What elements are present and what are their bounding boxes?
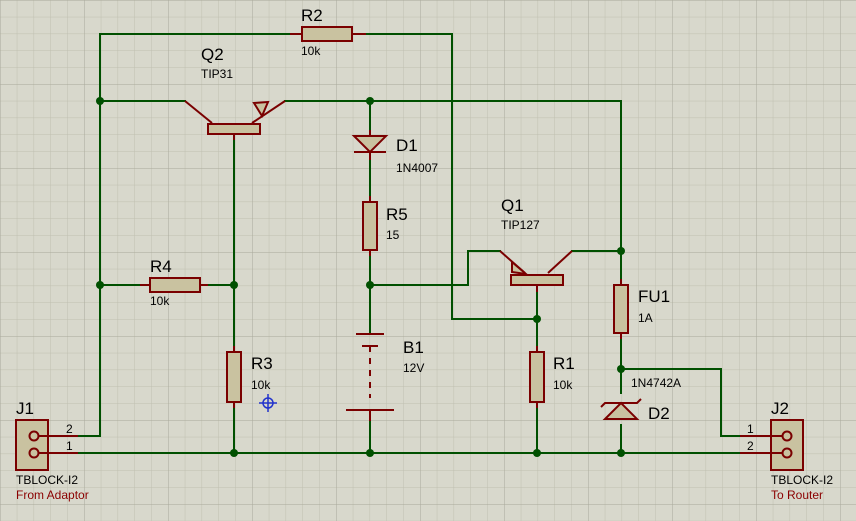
crosshair-cursor-icon bbox=[259, 394, 277, 412]
r5-value: 15 bbox=[386, 228, 400, 242]
transistor-q2[interactable]: Q2 TIP31 bbox=[184, 45, 286, 140]
j2-value: TBLOCK-I2 bbox=[771, 473, 833, 487]
j1-value: TBLOCK-I2 bbox=[16, 473, 78, 487]
junctions bbox=[96, 97, 625, 457]
transistor-q1[interactable]: Q1 TIP127 bbox=[499, 196, 573, 292]
j1-note: From Adaptor bbox=[16, 488, 89, 502]
r1-value: 10k bbox=[553, 378, 573, 392]
d1-ref: D1 bbox=[396, 136, 418, 155]
fu1-value: 1A bbox=[638, 311, 653, 325]
j2-note: To Router bbox=[771, 488, 823, 502]
j1-pin-1: 1 bbox=[66, 439, 73, 453]
diode-d1[interactable]: D1 1N4007 bbox=[351, 130, 438, 175]
j2-pin-1: 1 bbox=[747, 422, 754, 436]
resistor-r5[interactable]: R5 15 bbox=[362, 196, 408, 256]
terminal-block-j2[interactable]: 1 2 J2 TBLOCK-I2 To Router bbox=[740, 399, 833, 502]
wires bbox=[45, 33, 781, 454]
j1-ref: J1 bbox=[16, 399, 34, 418]
b1-ref: B1 bbox=[403, 338, 424, 357]
j2-ref: J2 bbox=[771, 399, 789, 418]
q2-value: TIP31 bbox=[201, 67, 233, 81]
battery-b1[interactable]: B1 12V bbox=[346, 333, 424, 421]
j2-pin-2: 2 bbox=[747, 439, 754, 453]
q1-value: TIP127 bbox=[501, 218, 540, 232]
d1-value: 1N4007 bbox=[396, 161, 438, 175]
resistor-r1[interactable]: R1 10k bbox=[529, 346, 575, 408]
zener-diode-d2[interactable]: 1N4742A D2 bbox=[600, 376, 681, 423]
r4-ref: R4 bbox=[150, 257, 172, 276]
b1-value: 12V bbox=[403, 361, 424, 375]
d2-ref: D2 bbox=[648, 404, 670, 423]
r4-value: 10k bbox=[150, 294, 170, 308]
r3-value: 10k bbox=[251, 378, 271, 392]
r5-ref: R5 bbox=[386, 205, 408, 224]
q2-ref: Q2 bbox=[201, 45, 224, 64]
q1-ref: Q1 bbox=[501, 196, 524, 215]
terminal-block-j1[interactable]: 2 1 J1 TBLOCK-I2 From Adaptor bbox=[15, 399, 89, 502]
resistor-r4[interactable]: R4 10k bbox=[140, 257, 208, 308]
r2-value: 10k bbox=[301, 44, 321, 58]
fu1-ref: FU1 bbox=[638, 287, 670, 306]
resistor-r3[interactable]: R3 10k bbox=[226, 346, 273, 408]
resistor-r2[interactable]: R2 10k bbox=[290, 6, 366, 58]
fuse-fu1[interactable]: FU1 1A bbox=[613, 279, 670, 339]
r1-ref: R1 bbox=[553, 354, 575, 373]
r3-ref: R3 bbox=[251, 354, 273, 373]
j1-pin-2: 2 bbox=[66, 422, 73, 436]
r2-ref: R2 bbox=[301, 6, 323, 25]
d2-value: 1N4742A bbox=[631, 376, 681, 390]
